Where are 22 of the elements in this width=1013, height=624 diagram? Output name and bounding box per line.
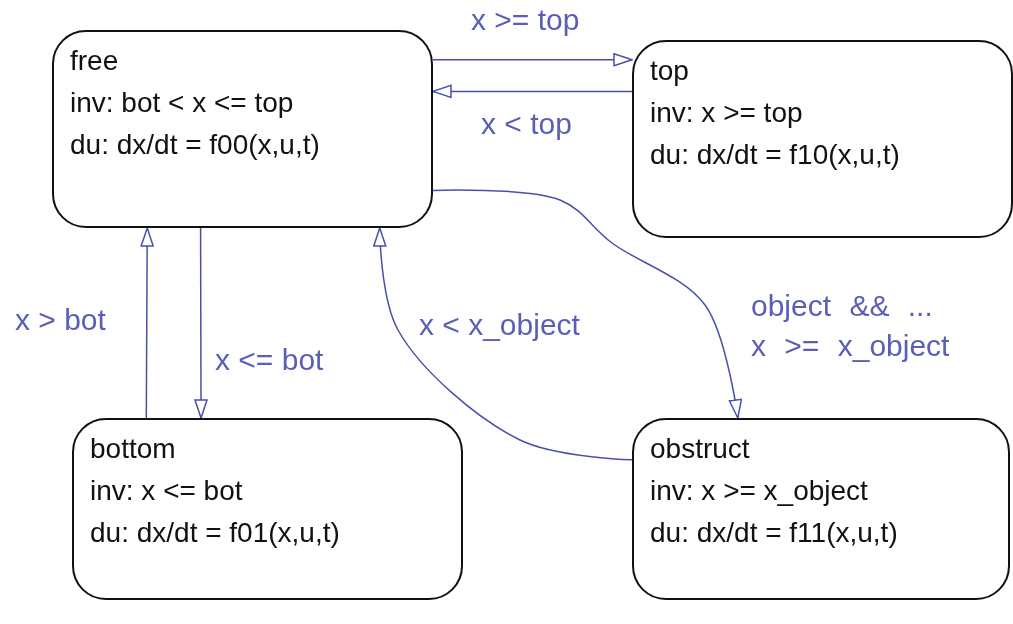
invariant-text: inv: x >= top	[650, 96, 804, 130]
state-box	[52, 30, 433, 228]
state-name: free	[70, 44, 120, 78]
invariant-text: inv: x <= bot	[90, 474, 244, 508]
dynamics-text: du: dx/dt = f10(x,u,t)	[650, 138, 901, 172]
state-box	[632, 418, 1010, 600]
arrow	[432, 84, 633, 99]
state-box	[72, 418, 463, 600]
arrow	[140, 227, 154, 419]
state-name: top	[650, 54, 690, 88]
state-name: obstruct	[650, 432, 751, 466]
dynamics-text: du: dx/dt = f11(x,u,t)	[650, 516, 899, 550]
invariant-text: inv: x >= x_object	[650, 474, 869, 508]
arrow	[194, 227, 208, 419]
dynamics-text: du: dx/dt = f01(x,u,t)	[90, 516, 341, 550]
state-name: bottom	[90, 432, 177, 466]
dynamics-text: du: dx/dt = f00(x,u,t)	[70, 128, 321, 162]
arrow	[432, 189, 742, 419]
state-box	[632, 40, 1013, 238]
arrow	[373, 227, 633, 461]
invariant-text: inv: bot < x <= top	[70, 86, 295, 120]
arrow	[432, 53, 633, 67]
